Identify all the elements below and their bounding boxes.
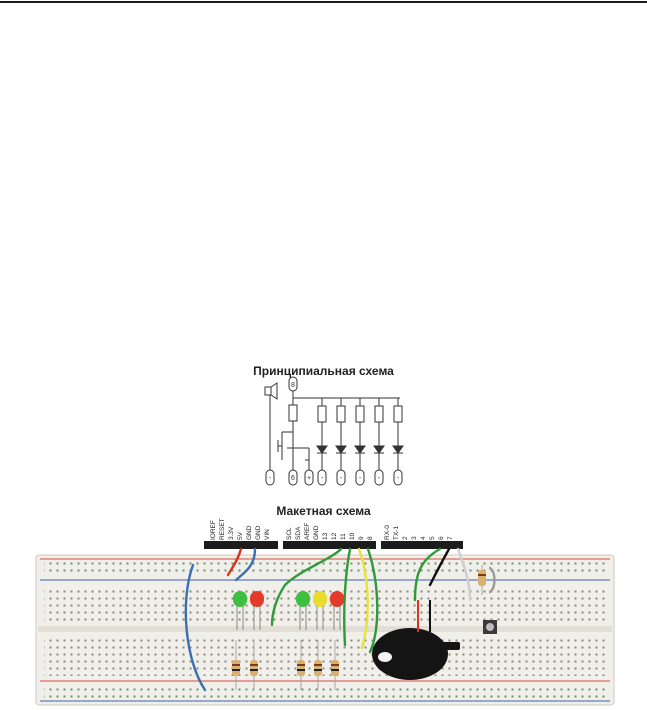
svg-text:4: 4: [420, 536, 427, 540]
svg-text:IOREF: IOREF: [210, 520, 217, 540]
svg-text:-: -: [269, 475, 272, 482]
green-wire-11: [270, 547, 343, 627]
svg-text:GND: GND: [246, 525, 253, 540]
svg-text:8: 8: [291, 382, 295, 389]
digital-header-right: [381, 541, 463, 549]
svg-text:6: 6: [438, 536, 445, 540]
leds: [233, 591, 344, 630]
blue-wire-rail: [184, 563, 207, 692]
svg-text:8: 8: [367, 536, 374, 540]
svg-text:RX-0: RX-0: [384, 525, 391, 540]
grey-wire: [488, 566, 496, 594]
power-header: [204, 541, 278, 549]
white-wire: [456, 547, 472, 602]
svg-text:5V: 5V: [237, 531, 244, 540]
yellow-wire-9: [357, 547, 369, 650]
led-yellow: [313, 591, 327, 630]
led-red-2: [330, 591, 344, 630]
svg-text:3.3V: 3.3V: [228, 526, 235, 540]
breadboard-title: Макетная схема: [276, 504, 371, 518]
svg-text:-: -: [321, 475, 324, 482]
svg-text:RESET: RESET: [219, 518, 226, 540]
svg-text:13: 13: [322, 532, 329, 540]
terminal-labels: - 6 + - - - - -: [269, 475, 400, 482]
wires: [184, 547, 496, 692]
svg-text:-: -: [359, 475, 362, 482]
speaker-symbol: [264, 382, 278, 400]
svg-text:10: 10: [349, 532, 356, 540]
resistor-3: [297, 640, 305, 690]
svg-text:-: -: [397, 475, 400, 482]
led-branches: [316, 398, 404, 470]
svg-text:+: +: [307, 475, 311, 482]
led-red-1: [250, 591, 264, 630]
svg-text:11: 11: [340, 533, 347, 540]
schematic-bottom-terminals: [265, 469, 403, 486]
green-wire-7: [413, 547, 442, 602]
svg-text:2: 2: [402, 536, 409, 540]
header-labels: IOREF RESET 3.3V 5V GND GND VIN SCL SDA …: [210, 518, 454, 540]
black-wire: [428, 547, 451, 587]
led-green-1: [233, 591, 247, 630]
red-wire-5v: [226, 547, 243, 577]
piezo-buzzer: [372, 600, 460, 680]
svg-text:5: 5: [429, 536, 436, 540]
led-green-2: [296, 591, 310, 630]
svg-text:7: 7: [447, 536, 454, 540]
arduino-headers: [204, 541, 463, 549]
svg-text:SCL: SCL: [286, 527, 293, 540]
resistor-4: [314, 640, 322, 690]
top-rule: [0, 1, 647, 3]
svg-text:6: 6: [291, 475, 295, 482]
svg-text:AREF: AREF: [304, 523, 311, 540]
svg-text:GND: GND: [255, 525, 262, 540]
svg-text:-: -: [340, 475, 343, 482]
svg-text:12: 12: [331, 532, 338, 540]
resistor-1: [232, 640, 240, 690]
svg-text:3: 3: [411, 536, 418, 540]
resistor-top-right: [478, 565, 486, 595]
digital-header-left: [283, 541, 376, 549]
green-wire-8: [366, 547, 379, 654]
push-button: [483, 620, 497, 634]
resistor-5: [331, 640, 339, 690]
green-wire-10: [343, 547, 352, 647]
svg-text:9: 9: [358, 536, 365, 540]
schematic-title: Принципиальная схема: [253, 364, 394, 378]
svg-text:SDA: SDA: [295, 526, 302, 540]
resistors: [232, 565, 486, 690]
breadboard: [35, 554, 615, 706]
resistor-2: [250, 640, 258, 690]
svg-text:-: -: [378, 475, 381, 482]
schematic: 8: [264, 376, 404, 486]
schematic-top-terminal: 8: [288, 376, 298, 392]
svg-text:GND: GND: [313, 525, 320, 540]
svg-text:VIN: VIN: [264, 529, 271, 540]
blue-wire-gnd: [234, 547, 257, 582]
svg-text:TX-1: TX-1: [393, 526, 400, 540]
